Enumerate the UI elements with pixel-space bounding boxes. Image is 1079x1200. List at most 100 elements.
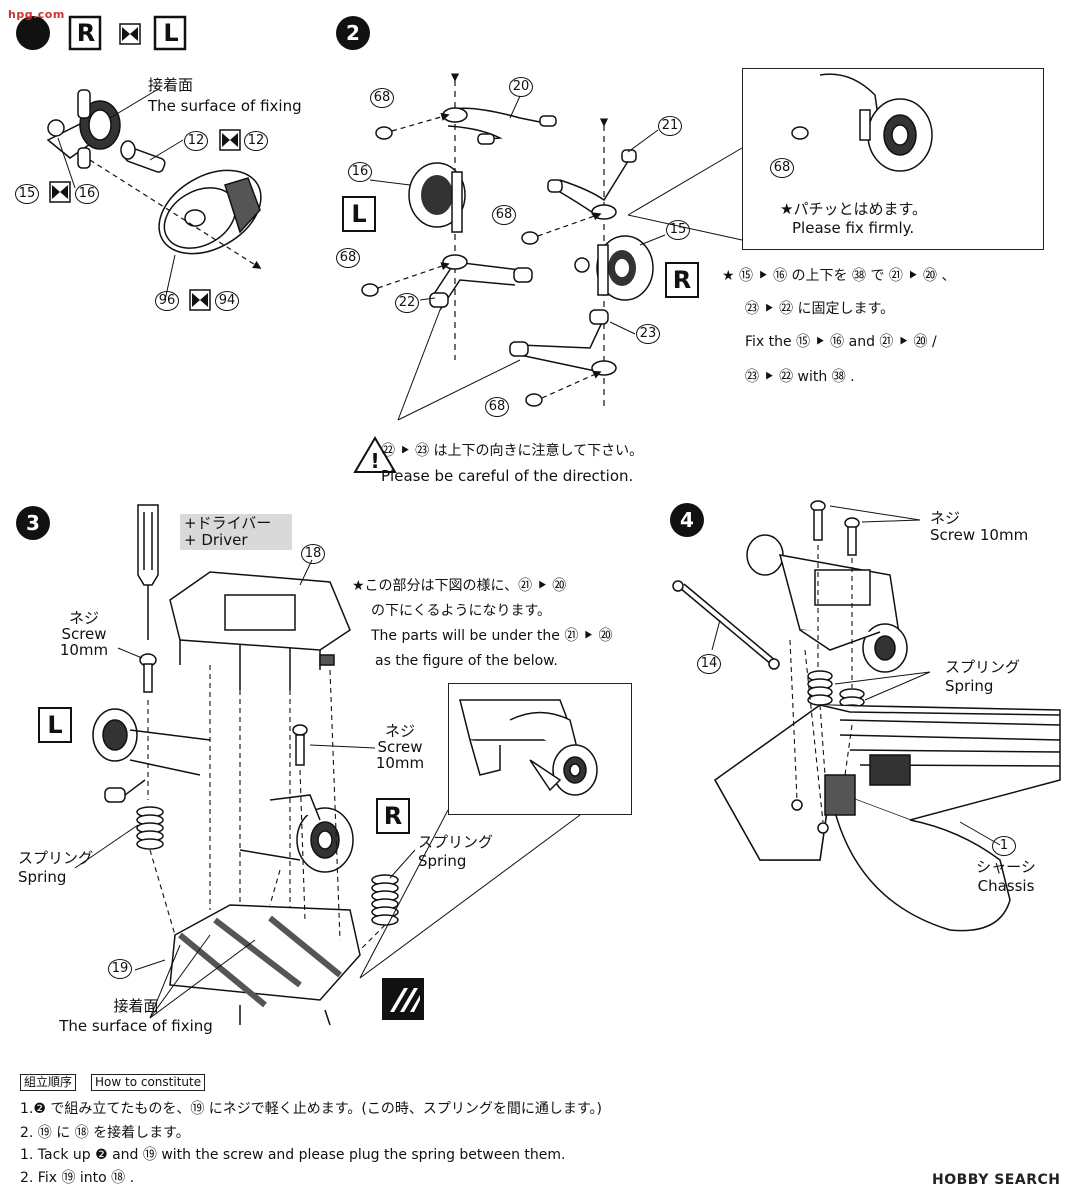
part-label-23: 23 [636, 324, 660, 344]
watermark-hobby-search: HOBBY SEARCH [932, 1172, 1061, 1188]
screw-size-r: 10mm [375, 754, 425, 772]
part-label-22: 22 [395, 293, 419, 313]
step3-note-en-1: The parts will be under the ㉑ ⯈ ⑳ [371, 628, 613, 644]
footer-tag-en: How to constitute [91, 1074, 206, 1091]
driver-label: +ドライバー + Driver [180, 514, 292, 550]
part-label-96: 96 [155, 291, 179, 311]
spring-jp-l: スプリング [18, 849, 94, 867]
step1-right-letter: R [76, 19, 96, 47]
part-label-68-a: 68 [370, 88, 394, 108]
step4-chassis: シャーシ Chassis [966, 858, 1046, 896]
screw-en: Screw [61, 625, 107, 643]
brand-stripe-logo [382, 978, 424, 1020]
step2-right-box: R [665, 262, 699, 298]
svg-text:3: 3 [26, 511, 40, 535]
step4-figure: 4 [670, 500, 1061, 932]
screw-jp: ネジ [68, 609, 99, 627]
knuckle-part [46, 89, 121, 169]
screw-en-r: Screw [377, 738, 423, 756]
footer-tag-jp: 組立順序 [20, 1074, 77, 1091]
part-label-18: 18 [301, 544, 325, 564]
spring-jp-r: スプリング [418, 833, 494, 851]
part-label-68-d: 68 [485, 397, 509, 417]
step2-note-jp-1: ★ ⑮ ⯈ ⑯ の上下を ㊳ で ㉑ ⯈ ⑳ 、 [722, 268, 956, 284]
step4-spring: スプリング Spring [945, 658, 1020, 696]
step3-screw-right: ネジ Screw 10mm [370, 723, 430, 771]
part-label-16-step2: 16 [348, 162, 372, 182]
part-label-15: 15 [15, 184, 39, 204]
svg-text:!: ! [370, 449, 379, 473]
step2-note-jp-2: ㉓ ⯈ ㉒ に固定します。 [745, 301, 895, 317]
spring-en-l: Spring [18, 868, 67, 886]
watermark-top-left: hpg.com [8, 8, 65, 21]
step3-callout [448, 683, 632, 815]
warning-icon [353, 436, 397, 473]
fix-surface-en: The surface of fixing [59, 1017, 213, 1035]
step4-screw-jp: ネジ [930, 509, 961, 527]
part-label-20: 20 [509, 77, 533, 97]
part-label-16: 16 [75, 184, 99, 204]
screw-size: 10mm [59, 641, 109, 659]
step2-callout-jp: ★パチッとはめます。 [780, 200, 927, 218]
screwdriver-icon [137, 504, 159, 640]
brake-disc-part [158, 169, 262, 255]
chassis-jp: シャーシ [976, 858, 1036, 876]
part-label-19: 19 [108, 959, 132, 979]
step3-left-box: L [38, 707, 72, 743]
step2-callout-drawing [791, 73, 933, 172]
step1-number-badge [16, 16, 50, 50]
step2-warning-jp: ㉒ ⯈ ㉓ は上下の向きに注意して下さい。 [381, 443, 644, 459]
svg-text:4: 4 [680, 508, 694, 532]
spring-right [371, 874, 399, 926]
callout-part-68: 68 [770, 158, 794, 178]
chassis-part [714, 704, 1061, 932]
driver-en: + Driver [184, 531, 248, 549]
step4-number-badge [670, 503, 704, 537]
spring-left [136, 806, 164, 850]
step3-note-jp-2: の下にくるようになります。 [371, 603, 552, 619]
footer-line-3: 1. Tack up ❷ and ⑲ with the screw and pl… [20, 1147, 566, 1163]
part-label-12a: 12 [184, 131, 208, 151]
step1-figure [16, 15, 262, 311]
step1-fix-surface-jp: 接着面 [148, 76, 194, 94]
step3-figure: 3 [16, 504, 598, 1026]
step4-spring-jp: スプリング [945, 658, 1021, 676]
tie-rod-part [672, 580, 780, 670]
fix-surface-jp: 接着面 [113, 997, 159, 1015]
screw-jp-r: ネジ [384, 722, 415, 740]
step3-callout-drawing [459, 699, 598, 796]
base-part [169, 904, 361, 1026]
step3-note-en-2: as the figure of the below. [375, 653, 558, 669]
step2-figure: 2 [336, 16, 933, 473]
step3-spring-right: スプリング Spring [418, 833, 493, 871]
step1-pair-icon [119, 23, 141, 45]
suspension-assembly [746, 534, 908, 673]
step2-note-en-2: ㉓ ⯈ ㉒ with ㊳ . [745, 369, 855, 385]
step4-screw: ネジ Screw 10mm [930, 510, 1028, 544]
step2-left-box: L [342, 196, 376, 232]
step4-screw-en: Screw 10mm [930, 526, 1029, 544]
part-label-21: 21 [658, 116, 682, 136]
part-label-1: 1 [992, 836, 1016, 856]
step3-right-box: R [376, 798, 410, 834]
step1-fix-surface-en: The surface of fixing [148, 97, 302, 115]
step3-note-jp-1: ★この部分は下図の様に、㉑ ⯈ ⑳ [352, 578, 567, 594]
part-label-15-step2: 15 [666, 220, 690, 240]
subframe-part [169, 571, 351, 690]
step3-fix-surface: 接着面 The surface of fixing [56, 996, 216, 1036]
chassis-en: Chassis [977, 877, 1035, 895]
part-label-14: 14 [697, 654, 721, 674]
step2-note-en-1: Fix the ⑮ ⯈ ⑯ and ㉑ ⯈ ⑳ / [745, 334, 937, 350]
footer-line-4: 2. Fix ⑲ into ⑱ . [20, 1170, 135, 1186]
part-label-12b: 12 [244, 131, 268, 151]
step3-number-badge [16, 506, 50, 540]
driver-jp: +ドライバー [184, 514, 272, 532]
part-label-68-c: 68 [336, 248, 360, 268]
step3-screw-left: ネジ Screw 10mm [54, 610, 114, 658]
step1-left-box [153, 15, 187, 51]
spring-en-r: Spring [418, 852, 467, 870]
step2-number-badge [336, 16, 370, 50]
step4-spring-en: Spring [945, 677, 994, 695]
step2-warning-en: Please be careful of the direction. [381, 467, 634, 485]
